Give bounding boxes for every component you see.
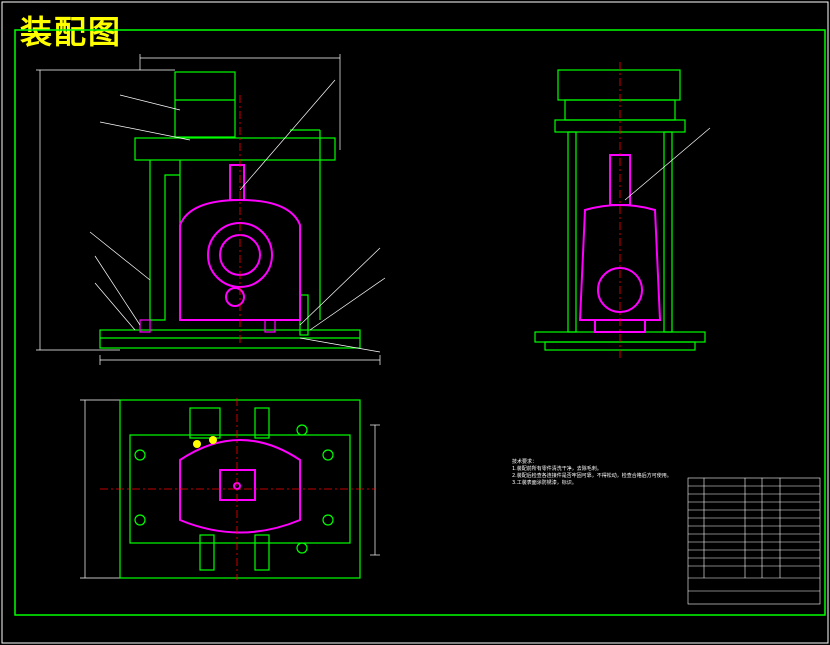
- drawing-title: 装配图: [20, 13, 123, 51]
- notes-heading: 技术要求：: [512, 459, 538, 465]
- notes-line-3: 3.工装表面涂防锈漆，标识。: [512, 480, 577, 486]
- title-block: [687, 477, 821, 605]
- notes-line-2: 2.装配后检查各连接件是否牢固可靠，不得松动，检查合格后方可使用。: [512, 473, 672, 479]
- front-view: [36, 54, 386, 365]
- drawing-frame: [14, 29, 826, 616]
- side-view: [534, 62, 711, 360]
- technical-notes: 技术要求： 1.装配前所有零件清洗干净，去除毛刺。 2.装配后检查各连接件是否牢…: [512, 459, 672, 487]
- notes-line-1: 1.装配前所有零件清洗干净，去除毛刺。: [512, 466, 602, 472]
- top-view: [80, 398, 380, 580]
